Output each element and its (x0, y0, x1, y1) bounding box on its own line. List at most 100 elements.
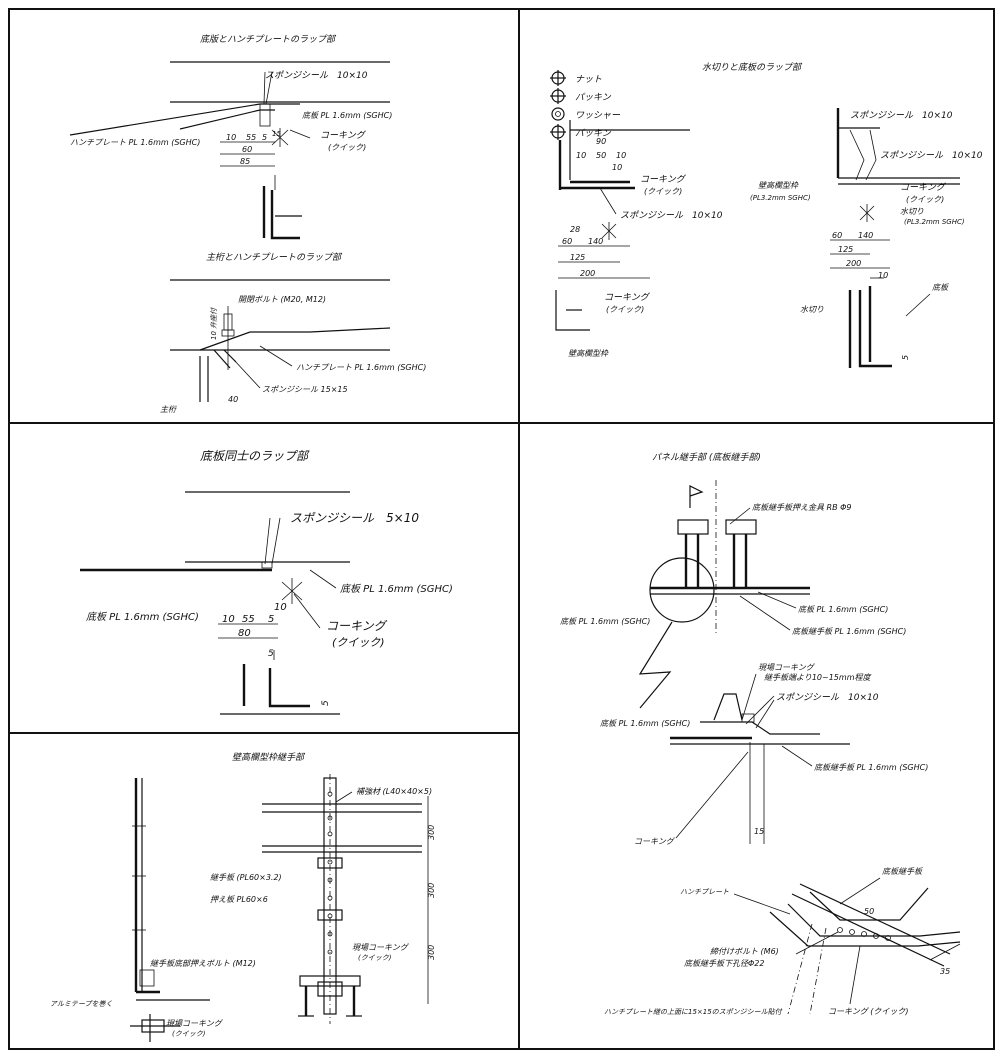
panel1-title-a: 底版とハンチプレートのラップ部 (200, 34, 337, 45)
panel4-site-caulk: 現場コーキング (352, 943, 410, 952)
p5-haunch: ハンチプレート (680, 888, 729, 896)
p2-drip-spec: (PL3.2mm SGHC) (904, 218, 965, 226)
legend-packing: パッキン (550, 88, 612, 104)
p5-d15: 15 (754, 827, 764, 836)
panel4-title: 壁高欄型枠継手部 (232, 752, 306, 763)
p5-joint-plate2: 底板継手板 PL 1.6mm (SGHC) (814, 763, 928, 772)
p5-site-caulk-note: 継手板端より10~15mm程度 (764, 673, 872, 682)
p2-d140: 140 (588, 237, 603, 246)
dim-15: 15 (272, 130, 281, 138)
panel4-bolt: 継手板底部押えボルト (M12) (150, 959, 256, 968)
panel3-caulking: コーキング (326, 619, 388, 633)
panel1-sponge: スポンジシール 10×10 (265, 70, 368, 81)
p2-caulking2: コーキング (604, 292, 651, 303)
panel4-quick: (クイック) (358, 954, 392, 962)
p2-d50: 50 (596, 151, 606, 160)
p5-d35: 35 (940, 967, 950, 976)
p2-quick2: (クイック) (606, 305, 644, 314)
p5-site-caulk: 現場コーキング (758, 663, 816, 672)
p2-caulking: コーキング (640, 174, 687, 185)
panel4-reinforce: 補強材 (L40×40×5) (356, 787, 432, 796)
legend-packing-2: パッキン (550, 124, 612, 140)
panel5-title: パネル継手部 (底板継手部) (652, 452, 761, 463)
dim-55: 55 (246, 133, 256, 142)
panel3-right-plate: 底板 PL 1.6mm (SGHC) (340, 583, 453, 595)
panel-drip-lap: ナット パッキン ワッシャー パッキン 水切りと底板のラップ部 90 10 (518, 8, 995, 424)
p5-caulking: コーキング (634, 837, 676, 846)
p2-r140: 140 (858, 231, 873, 240)
p4-d300a: 300 (427, 825, 436, 840)
dim-10: 10 (226, 133, 236, 142)
p3-d5: 5 (268, 614, 274, 625)
p2-r60: 60 (832, 231, 842, 240)
p2-drip2: 水切り (800, 305, 824, 314)
panel1-haunch-plate2: ハンチプレート PL 1.6mm (SGHC) (296, 363, 426, 372)
dim-5: 5 (262, 133, 267, 142)
p2-wall-frame-r2: (PL3.2mm SGHC) (750, 194, 811, 202)
p2-wall-frame-r: 壁高欄型枠 (758, 181, 799, 190)
dim-85: 85 (240, 157, 250, 166)
p2-sponge: スポンジシール 10×10 (620, 210, 723, 221)
p5-plate-left2: 底板 PL 1.6mm (SGHC) (600, 719, 690, 728)
p5-fixture: 底板継手板押え金具 RB Φ9 (752, 503, 852, 512)
p3-d5c: 5 (321, 700, 331, 706)
svg-text:ナット: ナット (575, 75, 602, 85)
panel-bottom-plate-lap: 底板同士のラップ部 スポンジシール 5×10 底板 PL 1.6mm (SGHC… (8, 422, 520, 734)
p3-d5b: 5 (268, 649, 274, 659)
p3-d10: 10 (222, 614, 235, 625)
panel3-left-plate: 底板 PL 1.6mm (SGHC) (86, 611, 199, 623)
p2-d60: 60 (562, 237, 572, 246)
p2-r125: 125 (838, 245, 853, 254)
panel1-quick: (クイック) (328, 143, 366, 152)
legend-nut: ナット (550, 70, 602, 86)
p3-d10t: 10 (274, 602, 287, 613)
panel4-joint-plate: 継手板 (PL60×3.2) (210, 873, 282, 882)
p4-d300b: 300 (427, 883, 436, 898)
p3-d55: 55 (242, 614, 255, 625)
panel4-site-caulk2: 現場コーキング (166, 1019, 224, 1028)
p2-d10c: 10 (612, 163, 622, 172)
p2-sponge-r2: スポンジシール 10×10 (880, 150, 983, 161)
panel3-title: 底板同士のラップ部 (200, 449, 310, 463)
p2-drip: 水切り (900, 207, 924, 216)
panel1-caulking: コーキング (320, 130, 367, 141)
p5-caulking2: コーキング (クイック) (828, 1007, 909, 1016)
p3-d80: 80 (238, 628, 251, 639)
p2-bottom: 底板 (932, 283, 949, 292)
p2-d10: 10 (576, 151, 586, 160)
panel1-title-b: 主桁とハンチプレートのラップ部 (206, 252, 343, 263)
dim-60: 60 (242, 145, 252, 154)
panel4-quick2: (クイック) (172, 1030, 206, 1038)
p2-sponge-r1: スポンジシール 10×10 (850, 110, 953, 121)
p2-r10: 10 (878, 271, 888, 280)
panel4-press-plate: 押え板 PL60×6 (210, 895, 268, 904)
panel3-sponge: スポンジシール 5×10 (290, 511, 419, 525)
p5-joint-board: 底板継手板 (882, 867, 923, 876)
p5-sponge: スポンジシール 10×10 (776, 692, 879, 703)
svg-text:ワッシャー: ワッシャー (575, 111, 621, 121)
p2-quick-r: (クイック) (906, 195, 944, 204)
p2-r5: 5 (901, 355, 910, 360)
panel-panel-joint: パネル継手部 (底板継手部) 底板継手板押え金具 RB Φ9 底板 PL 1.6… (518, 422, 995, 1050)
panel1-grout: 10 弁座付 (210, 307, 218, 340)
panel1-sponge2: スポンジシール 15×15 (262, 385, 348, 394)
panel2-title: 水切りと底板のラップ部 (702, 62, 803, 73)
p5-plate-right: 底板 PL 1.6mm (SGHC) (798, 605, 888, 614)
svg-text:パッキン: パッキン (575, 128, 612, 139)
p5-plate-left: 底板 PL 1.6mm (SGHC) (560, 617, 650, 626)
p5-sponge-note: ハンチプレート継の上面に15×15のスポンジシール貼付 (604, 1008, 783, 1016)
p2-d90: 90 (596, 137, 606, 146)
panel3-quick: (クイック) (332, 636, 385, 649)
svg-text:パッキン: パッキン (575, 92, 612, 103)
p2-d28: 28 (570, 225, 580, 234)
p5-d50: 50 (864, 907, 874, 916)
p4-d300c: 300 (427, 945, 436, 960)
p2-caulking-r: コーキング (900, 182, 947, 193)
panel1-main-girder: 主桁 (160, 405, 178, 414)
p2-d125: 125 (570, 253, 585, 262)
p5-tighten-bolt: 締付けボルト (M6) (710, 947, 779, 956)
p2-d10b: 10 (616, 151, 626, 160)
panel1-haunch-plate: ハンチプレート PL 1.6mm (SGHC) (70, 138, 200, 147)
panel-haunch-lap: 底版とハンチプレートのラップ部 スポンジシール 10×10 底板 PL 1.6m… (8, 8, 520, 424)
